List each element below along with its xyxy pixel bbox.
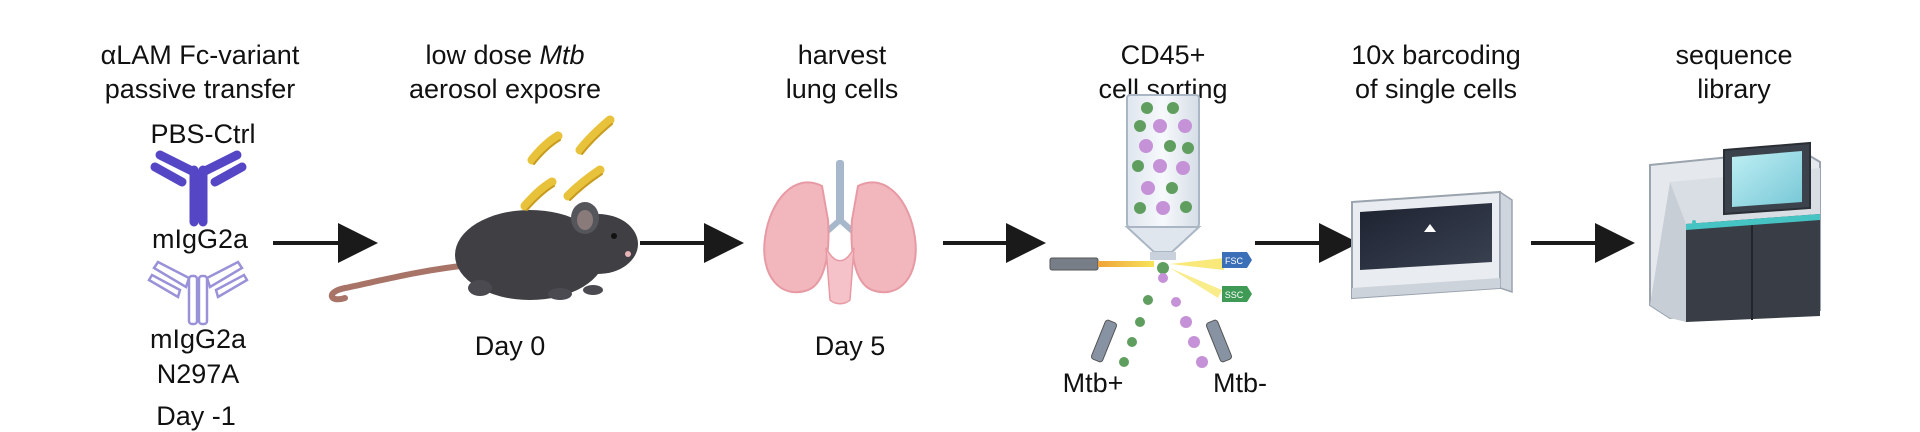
step-3-line1: harvest bbox=[797, 40, 887, 70]
step-6-line2: library bbox=[1697, 74, 1771, 104]
day-5-label: Day 5 bbox=[814, 331, 886, 361]
laser-icon bbox=[1049, 257, 1224, 298]
step-2-line1-em: Mtb bbox=[539, 40, 585, 70]
fsc-detector: FSC bbox=[1222, 252, 1252, 268]
step-5-title: 10x barcoding of single cells bbox=[1351, 38, 1521, 106]
step-5-line2: of single cells bbox=[1354, 74, 1518, 104]
10x-chromium-icon bbox=[1351, 190, 1513, 300]
antibody-n297a-label-line1: mIgG2a bbox=[149, 324, 247, 354]
day-0-label: Day 0 bbox=[474, 331, 546, 361]
antibody-pbs-ctrl-label: PBS-Ctrl bbox=[150, 119, 256, 149]
step-6-title: sequence library bbox=[1675, 38, 1792, 106]
mtb-bacteria-icon bbox=[520, 115, 615, 211]
fsc-label: FSC bbox=[1225, 256, 1244, 266]
lung-icon bbox=[763, 160, 917, 305]
sorted-droplets bbox=[1119, 295, 1208, 368]
step-5-line1: 10x barcoding bbox=[1351, 40, 1521, 70]
collection-tube-positive-icon bbox=[1090, 319, 1118, 363]
collection-tube-negative-icon bbox=[1205, 319, 1233, 363]
step-1-title: αLAM Fc-variant passive transfer bbox=[101, 38, 300, 106]
step-3-line2: lung cells bbox=[785, 74, 899, 104]
step-4-title: CD45+ cell sorting bbox=[1098, 38, 1227, 106]
mtb-positive-label: Mtb+ bbox=[1062, 368, 1124, 398]
mtb-bacteria-shadow bbox=[526, 123, 613, 211]
step-3-title: harvest lung cells bbox=[786, 38, 899, 106]
antibody-filled-icon bbox=[150, 150, 247, 227]
ssc-detector: SSC bbox=[1222, 286, 1252, 302]
day-minus-1-label: Day -1 bbox=[156, 401, 236, 431]
antibody-migg2a-label: mIgG2a bbox=[151, 224, 249, 254]
ssc-label: SSC bbox=[1225, 290, 1244, 300]
step-4-line1: CD45+ bbox=[1120, 40, 1206, 70]
sequencer-icon bbox=[1649, 141, 1821, 322]
antibody-n297a-label-line2: N297A bbox=[156, 359, 240, 389]
step-6-line1: sequence bbox=[1675, 40, 1793, 70]
step-1-line2: passive transfer bbox=[104, 74, 296, 104]
step-2-title: low dose Mtb aerosol exposre bbox=[409, 38, 601, 106]
antibody-outline-icon bbox=[147, 260, 249, 326]
step-2-line2: aerosol exposre bbox=[408, 74, 602, 104]
step-2-line1-pre: low dose bbox=[425, 40, 540, 70]
mtb-negative-label: Mtb- bbox=[1213, 368, 1267, 398]
step-2-line1: low dose Mtb bbox=[409, 38, 601, 72]
mouse-icon bbox=[328, 202, 638, 303]
sorter-cells bbox=[1132, 102, 1194, 283]
step-1-line1: αLAM Fc-variant bbox=[100, 40, 300, 70]
